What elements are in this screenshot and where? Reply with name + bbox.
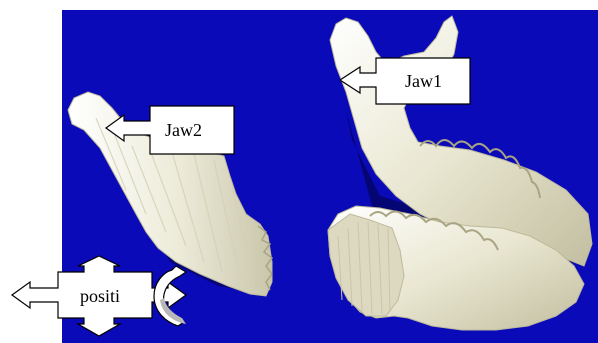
jaw2-label: Jaw2 xyxy=(165,120,202,140)
jaw1-label: Jaw1 xyxy=(405,71,442,91)
position-label: positi xyxy=(80,286,120,306)
